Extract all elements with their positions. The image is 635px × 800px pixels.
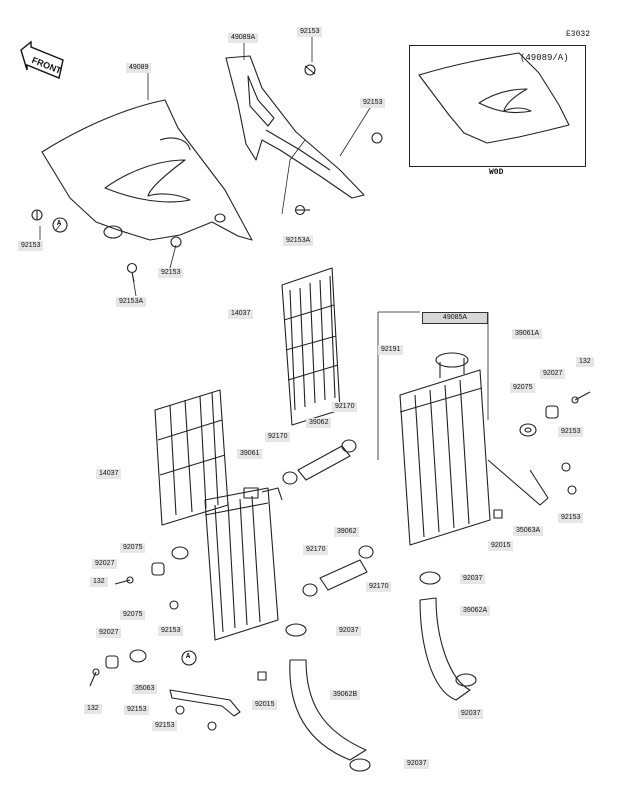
radiator-shroud-left — [41, 99, 253, 241]
label-39061: 39061 — [237, 449, 263, 459]
bolt-92153-top — [304, 64, 316, 76]
callout-a-bottom: A — [186, 653, 191, 661]
label-92027-right: 92027 — [540, 369, 566, 379]
label-92153-bottom2: 92153 — [152, 721, 178, 731]
grommet-92075-left2 — [129, 649, 147, 663]
label-39062-mid: 39062 — [334, 527, 360, 537]
label-92037-bottom: 92037 — [404, 759, 430, 769]
label-92153-rr2: 92153 — [558, 513, 584, 523]
hose-39062A — [419, 597, 471, 701]
label-92153-mid: 92153 — [158, 268, 184, 278]
bolt-92153-upper-right — [371, 132, 383, 144]
nut-92015-left — [257, 671, 267, 681]
bolt-92153-bottom-2 — [207, 721, 217, 731]
callout-a-top: A — [57, 220, 62, 228]
bolt-92153-right-1 — [561, 462, 571, 472]
label-132-right: 132 — [576, 357, 594, 367]
inset-variant: W0D — [489, 168, 504, 177]
label-39062A: 39062A — [460, 606, 491, 616]
nut-92015-right — [493, 509, 503, 519]
label-92170-mid2: 92170 — [366, 582, 392, 592]
radiator-shroud-upper — [225, 55, 365, 199]
label-49089: 49089 — [126, 63, 152, 73]
label-92153-bottom: 92153 — [124, 705, 150, 715]
front-arrow-icon: FRONT — [20, 40, 64, 79]
clamp-92037-d — [349, 758, 371, 772]
label-92015-left: 92015 — [252, 700, 278, 710]
diagram-code: E3032 — [566, 30, 591, 39]
label-92027-left2: 92027 — [96, 628, 122, 638]
label-132-left: 132 — [90, 577, 108, 587]
bolt-132-left — [114, 576, 134, 585]
clamp-92170-b — [282, 471, 298, 485]
collar-92027-left2 — [105, 655, 119, 669]
label-92037-right: 92037 — [458, 709, 484, 719]
clamp-92170-c — [302, 583, 318, 597]
label-39062-top: 39062 — [306, 418, 332, 428]
label-49089A: 49089A — [228, 33, 259, 43]
bolt-92153-b — [170, 236, 182, 248]
collar-92027-right — [545, 405, 559, 419]
bracket-35063 — [169, 689, 241, 717]
label-92170-top: 92170 — [332, 402, 358, 412]
label-39061A: 39061A — [512, 329, 543, 339]
bolt-92153A-a — [126, 262, 138, 283]
clamp-92037-a — [419, 571, 441, 585]
label-92037-mid2: 92037 — [336, 626, 362, 636]
bolt-92153-bottom-1 — [175, 705, 185, 715]
label-14037-top: 14037 — [228, 309, 254, 319]
label-92027-left: 92027 — [92, 559, 118, 569]
bolt-92153A-mid — [294, 204, 310, 216]
callout-circle-a-top — [52, 217, 68, 233]
label-92153-left: 92153 — [18, 241, 44, 251]
label-49085A: 49085A — [422, 312, 488, 324]
bolt-92153-a — [31, 209, 43, 221]
label-92153-rr: 92153 — [558, 427, 584, 437]
radiator-right — [399, 352, 491, 546]
label-92075-left: 92075 — [120, 543, 146, 553]
hose-39062-mid — [319, 559, 368, 591]
label-92075-right: 92075 — [510, 383, 536, 393]
bolt-132-right — [571, 391, 591, 404]
label-92153-left2: 92153 — [158, 626, 184, 636]
radiator-left — [204, 487, 283, 641]
bolt-92153-left-mid — [169, 600, 179, 610]
label-92153A-mid: 92153A — [283, 236, 314, 246]
label-92170-mid: 92170 — [303, 545, 329, 555]
label-92015-right: 92015 — [488, 541, 514, 551]
clamp-92037-b — [285, 623, 307, 637]
grommet-92075-left — [171, 546, 189, 560]
label-92153A-left: 92153A — [116, 297, 147, 307]
front-direction-badge: FRONT — [19, 40, 65, 84]
inset-variant-box — [409, 45, 586, 167]
label-35063A: 35063A — [513, 526, 544, 536]
label-35063: 35063 — [132, 684, 158, 694]
bolt-132-bottom — [89, 668, 100, 687]
radiator-grille-left — [154, 389, 229, 526]
label-92075-left2: 92075 — [120, 610, 146, 620]
label-132-bottom: 132 — [84, 704, 102, 714]
hose-39062B — [289, 659, 367, 761]
label-92191: 92191 — [378, 345, 404, 355]
clamp-92170-d — [358, 545, 374, 559]
bracket-35063A — [487, 459, 549, 506]
callout-circle-a-bottom — [181, 650, 197, 666]
bolt-92153-right-2 — [567, 485, 577, 495]
clamp-92170-a — [341, 439, 357, 453]
label-92153-top: 92153 — [297, 27, 323, 37]
grommet-92075-right — [519, 423, 537, 437]
label-92037-mid: 92037 — [460, 574, 486, 584]
label-39062B: 39062B — [330, 690, 361, 700]
label-92153-right: 92153 — [360, 98, 386, 108]
label-92170-left: 92170 — [265, 432, 291, 442]
collar-92027-left — [151, 562, 165, 576]
inset-shroud — [418, 52, 570, 144]
hose-39062-upper — [297, 445, 351, 481]
clamp-92037-c — [455, 673, 477, 687]
label-14037-left: 14037 — [96, 469, 122, 479]
inset-reference: (49089/A) — [520, 53, 569, 63]
